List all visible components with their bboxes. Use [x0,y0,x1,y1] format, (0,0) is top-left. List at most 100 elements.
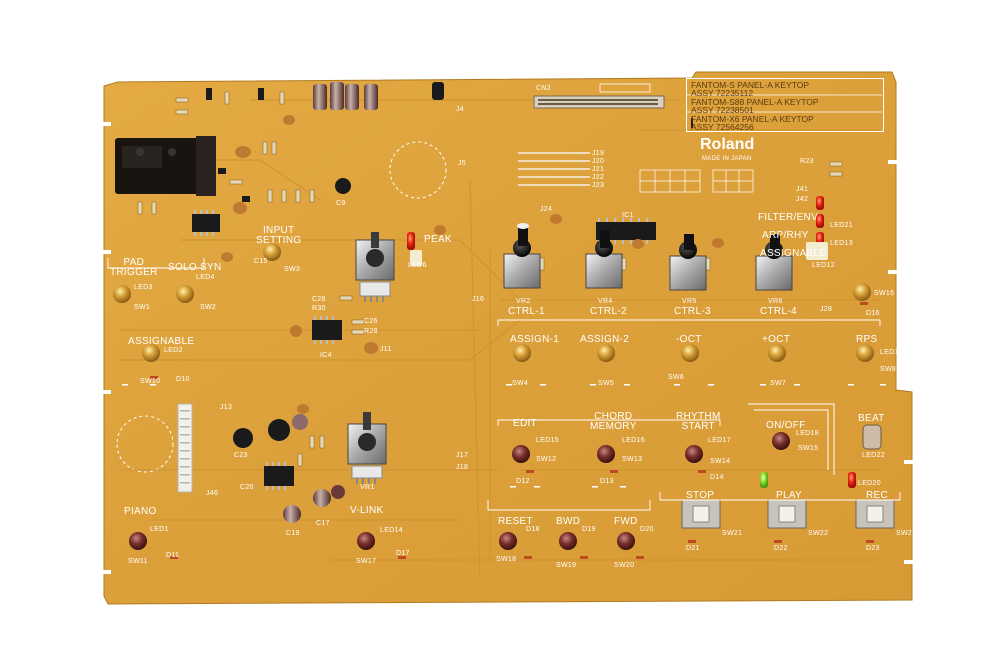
part-model-2: FANTOM-S88 PANEL-A KEYTOP [691,97,819,107]
sw17-label: SW17 [356,558,377,565]
d22-label: D22 [774,545,788,552]
d14-label: D14 [710,474,724,481]
ctrl4-label: CTRL-4 [760,306,797,317]
rps-label: RPS [856,334,878,345]
mount-circle [116,415,174,473]
led-red [407,196,856,488]
led16-label: LED16 [622,437,645,444]
fwd-label: FWD [614,516,638,527]
part-assy-3: ASSY 72564256 [691,122,754,132]
d17-label: D17 [396,550,410,557]
led2-label: LED2 [164,347,183,354]
sw7-label: SW7 [770,380,787,387]
led17-label: LED17 [708,437,731,444]
ic-chip [192,210,220,236]
sw16-label: SW16 [874,290,895,297]
c19-label: C19 [286,530,300,537]
sw20-label: SW20 [614,562,635,569]
vr5-label: VR5 [682,298,697,305]
led3-label: LED3 [134,284,153,291]
d13-label: D13 [600,478,614,485]
j16-label: J16 [472,296,485,303]
led13-label: LED13 [830,240,853,247]
part-model-1: FANTOM-S PANEL-A KEYTOP [691,80,810,90]
ic1-label: IC1 [622,212,634,219]
ic-chip [312,316,342,344]
ic4-label: IC4 [320,352,332,359]
part-assy-2: ASSY 72238501 [691,105,754,115]
j17-label: J17 [456,452,469,459]
ctrl3-label: CTRL-3 [674,306,711,317]
pot-vr3 [355,232,395,302]
part-model-3: FANTOM-X6 PANEL-A KEYTOP [691,114,814,124]
assign2-label: ASSIGN-2 [580,334,630,345]
peak-label: PEAK [424,234,452,245]
c20-label: C20 [240,484,254,491]
led12-label: LED12 [812,262,835,269]
d21-label: D21 [686,545,700,552]
made-in-label: MADE IN JAPAN [702,156,752,162]
mount-circle [389,141,447,199]
c9-label: C9 [336,200,346,207]
led4-label: LED4 [196,274,215,281]
input-setting-label: INPUT SETTING [256,225,302,246]
r28-label: R28 [364,328,378,335]
tact-switch-red [129,432,790,550]
oct-plus-label: +OCT [762,334,791,345]
ic-chip [264,462,294,490]
tact-switch-gold [113,243,874,362]
sw18-label: SW18 [496,556,517,563]
transport-switch [681,499,895,529]
pot-vr6 [755,234,793,291]
c17-label: C17 [316,520,330,527]
ctrl2-label: CTRL-2 [590,306,627,317]
j41-label: J41 [796,186,809,193]
j24-label: J24 [540,206,553,213]
j18-label: J18 [456,464,469,471]
assignable-label: ASSIGNABLE [128,336,195,347]
j5-label: J5 [458,160,466,167]
led15-label: LED15 [536,437,559,444]
j46-label: J46 [206,490,219,497]
d20-label: D20 [640,526,654,533]
sw8-label: SW8 [880,366,897,373]
stop-label: STOP [686,490,715,501]
cn2-label: CN2 [536,85,551,92]
pad-trigger-label: PAD TRIGGER [110,257,158,278]
play-label: PLAY [776,490,803,501]
sw6-label: SW6 [668,374,685,381]
part-assy-1: ASSY 72235112 [691,88,754,98]
part-number-box: FANTOM-S PANEL-A KEYTOP ASSY 72235112 FA… [686,78,884,132]
sw12-label: SW12 [536,456,557,463]
led20-label: LED20 [858,480,881,487]
vr4-label: VR4 [598,298,613,305]
j23-label: J23 [592,182,605,189]
beat-button-cap [862,424,882,450]
d16-label: D16 [866,310,880,317]
j42-label: J42 [796,196,809,203]
c23-label: C23 [234,452,248,459]
sw2-label: SW2 [200,304,217,311]
r30-label: R30 [312,305,326,312]
arp-rhy-label: ARP/RHY [762,230,809,241]
vr2-label: VR2 [516,298,531,305]
sw21-label: SW21 [722,530,743,537]
c28-label: C28 [312,296,326,303]
rhythm-start-label: RHYTHM START [676,411,721,432]
led21-label: LED21 [830,222,853,229]
vr6-label: VR6 [768,298,783,305]
j11-label: J11 [380,346,392,353]
d19-label: D19 [582,526,596,533]
sw19-label: SW19 [556,562,577,569]
d11-label: D11 [166,552,180,559]
sw11-label: SW11 [128,558,148,565]
j22-label: J22 [592,174,605,181]
on-off-label: ON/OFF [766,420,806,431]
j13-label: J13 [220,404,233,411]
sw5-label: SW5 [598,380,615,387]
connector-cn2 [533,95,665,109]
sw23-label: SW23 [896,530,917,537]
c26-label: C26 [364,318,378,325]
d23-label: D23 [866,545,880,552]
